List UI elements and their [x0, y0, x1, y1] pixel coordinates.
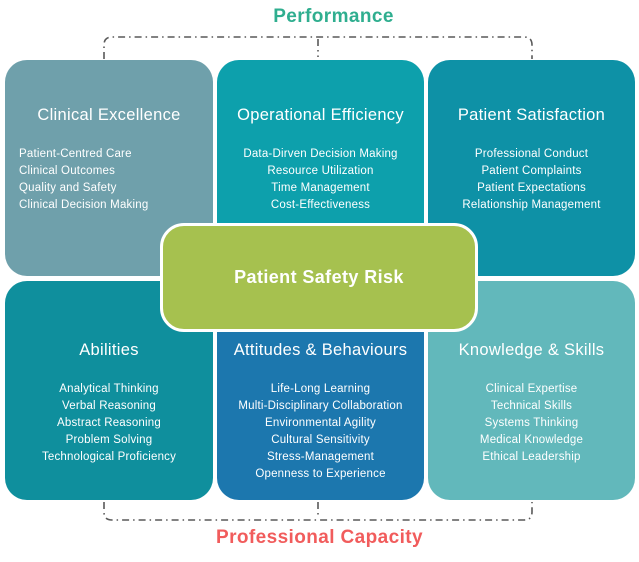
box-item: Openness to Experience [255, 468, 386, 480]
box-item: Systems Thinking [484, 417, 579, 429]
box-item: Multi-Disciplinary Collaboration [238, 400, 403, 412]
center-box-title: Patient Safety Risk [234, 267, 404, 287]
box-item: Patient-Centred Care [19, 148, 132, 160]
box-item: Time Management [271, 182, 370, 194]
box-item: Relationship Management [462, 199, 601, 211]
box-title: Knowledge & Skills [458, 341, 605, 359]
box-item: Medical Knowledge [479, 434, 584, 446]
box-item: Clinical Decision Making [19, 199, 149, 211]
box-item: Professional Conduct [474, 148, 589, 160]
box-item: Clinical Expertise [485, 383, 578, 395]
box-item: Patient Complaints [481, 165, 582, 177]
professional-capacity-bracket [103, 502, 533, 521]
box-title: Patient Satisfaction [457, 106, 606, 124]
box-item: Clinical Outcomes [19, 165, 116, 177]
box-item: Ethical Leadership [482, 451, 581, 463]
box-item: Technical Skills [490, 400, 573, 412]
box-item: Cultural Sensitivity [271, 434, 370, 446]
box-item: Resource Utilization [267, 165, 374, 177]
box-item: Technological Proficiency [41, 451, 177, 463]
box-item: Stress-Management [267, 451, 374, 463]
box-item: Analytical Thinking [59, 383, 159, 395]
box-item: Quality and Safety [19, 182, 117, 194]
box-item: Problem Solving [65, 434, 153, 446]
box-item: Environmental Agility [265, 417, 376, 429]
center-box-patient-safety-risk: Patient Safety Risk [160, 223, 478, 332]
box-title: Attitudes & Behaviours [233, 341, 408, 359]
box-item: Cost-Effectiveness [270, 199, 371, 211]
box-item: Data-Dirven Decision Making [243, 148, 398, 160]
box-item: Abstract Reasoning [57, 417, 161, 429]
box-title: Abilities [79, 341, 139, 359]
box-item: Life-Long Learning [270, 383, 371, 395]
box-item: Patient Expectations [477, 182, 586, 194]
box-item: Verbal Reasoning [62, 400, 156, 412]
performance-label: Performance [273, 6, 394, 27]
professional-capacity-label: Professional Capacity [216, 527, 423, 548]
box-title: Operational Efficiency [237, 106, 404, 124]
box-title: Clinical Excellence [37, 106, 181, 124]
performance-bracket [103, 36, 533, 59]
